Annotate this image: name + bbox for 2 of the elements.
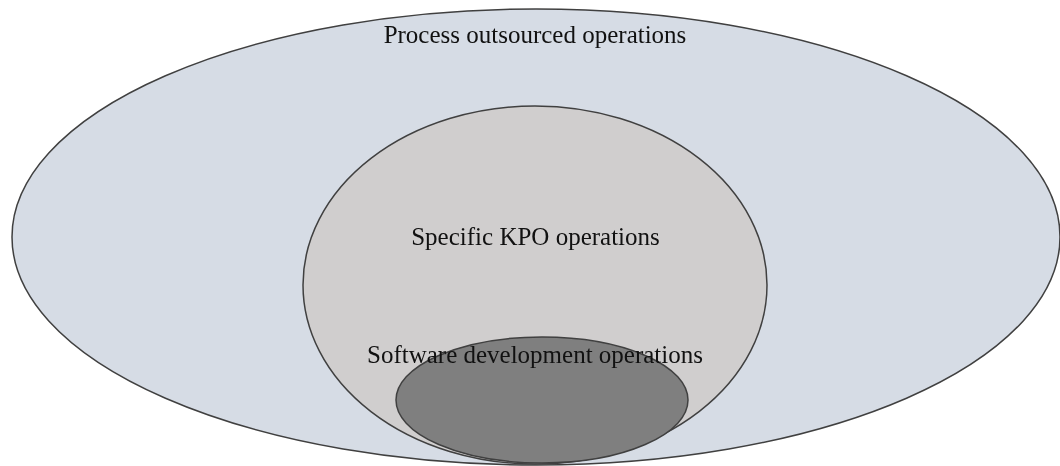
region-label: Specific KPO operations — [411, 222, 660, 252]
region-label: Process outsourced operations — [383, 20, 687, 50]
